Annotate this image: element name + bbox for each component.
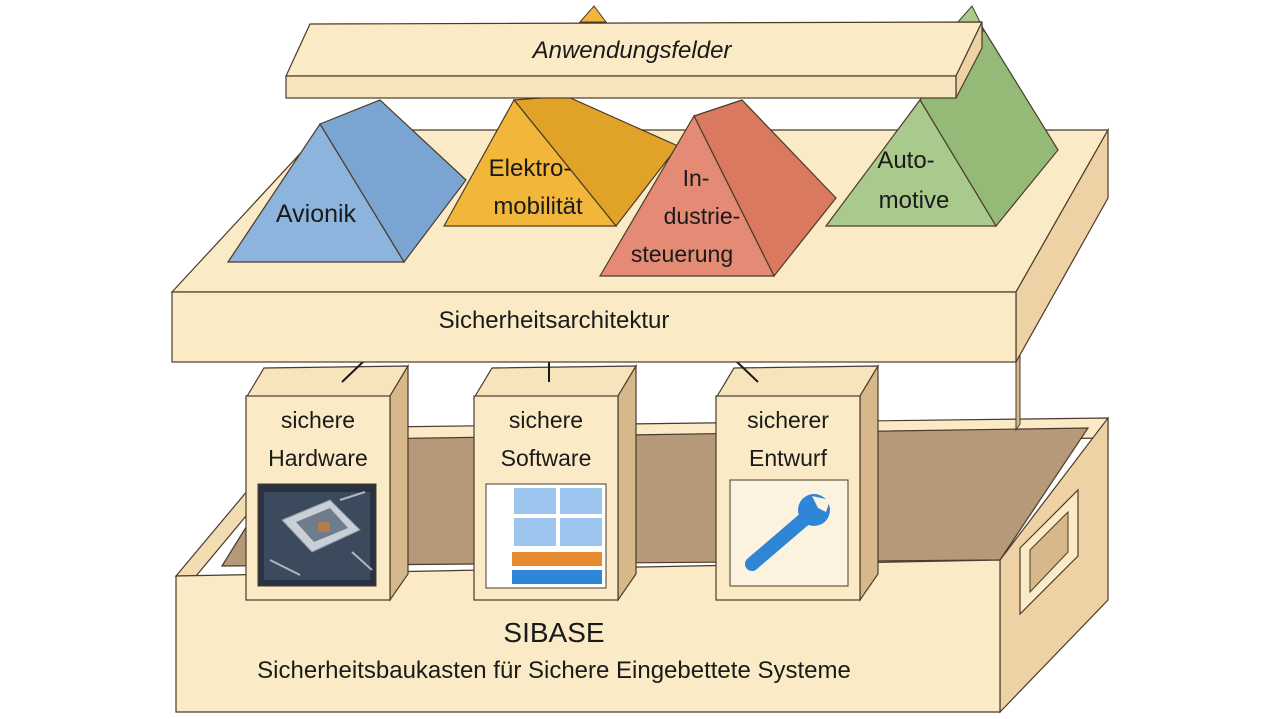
- chip-icon: [257, 483, 377, 587]
- prism-industriesteuerung: [598, 99, 837, 278]
- automotive-label-2: motive: [879, 187, 950, 214]
- avionik-label: Avionik: [276, 200, 357, 228]
- elektromobilitaet-peak: [578, 5, 607, 23]
- industriesteuerung-label-2: dustrie-: [664, 203, 741, 229]
- base-title: SIBASE: [503, 617, 604, 648]
- elektromobilitaet-label-1: Elektro-: [489, 155, 572, 182]
- wrench-icon: [729, 479, 849, 587]
- automotive-label-1: Auto-: [877, 147, 934, 174]
- prism-avionik: [226, 99, 467, 264]
- pillar-hardware-label-1: sichere: [281, 407, 355, 433]
- elektromobilitaet-label-2: mobilität: [493, 193, 583, 220]
- pillar-entwurf-label-2: Entwurf: [749, 445, 828, 471]
- industriesteuerung-label-1: In-: [683, 165, 710, 191]
- pillar-software-label-1: sichere: [509, 407, 583, 433]
- architecture-front-face: [171, 291, 1017, 363]
- industriesteuerung-label-3: steuerung: [631, 241, 733, 267]
- architecture-label: Sicherheitsarchitektur: [439, 307, 670, 334]
- top-banner: [285, 21, 983, 99]
- top-banner-label: Anwendungsfelder: [531, 37, 733, 64]
- prism-elektromobilitaet: [442, 95, 679, 227]
- base-subtitle: Sicherheitsbaukasten für Sichere Eingebe…: [257, 657, 851, 684]
- pillar-software-label-2: Software: [501, 445, 592, 471]
- window-icon: [485, 483, 607, 589]
- pillar-entwurf-label-1: sicherer: [747, 407, 829, 433]
- pillar-hardware-label-2: Hardware: [268, 445, 368, 471]
